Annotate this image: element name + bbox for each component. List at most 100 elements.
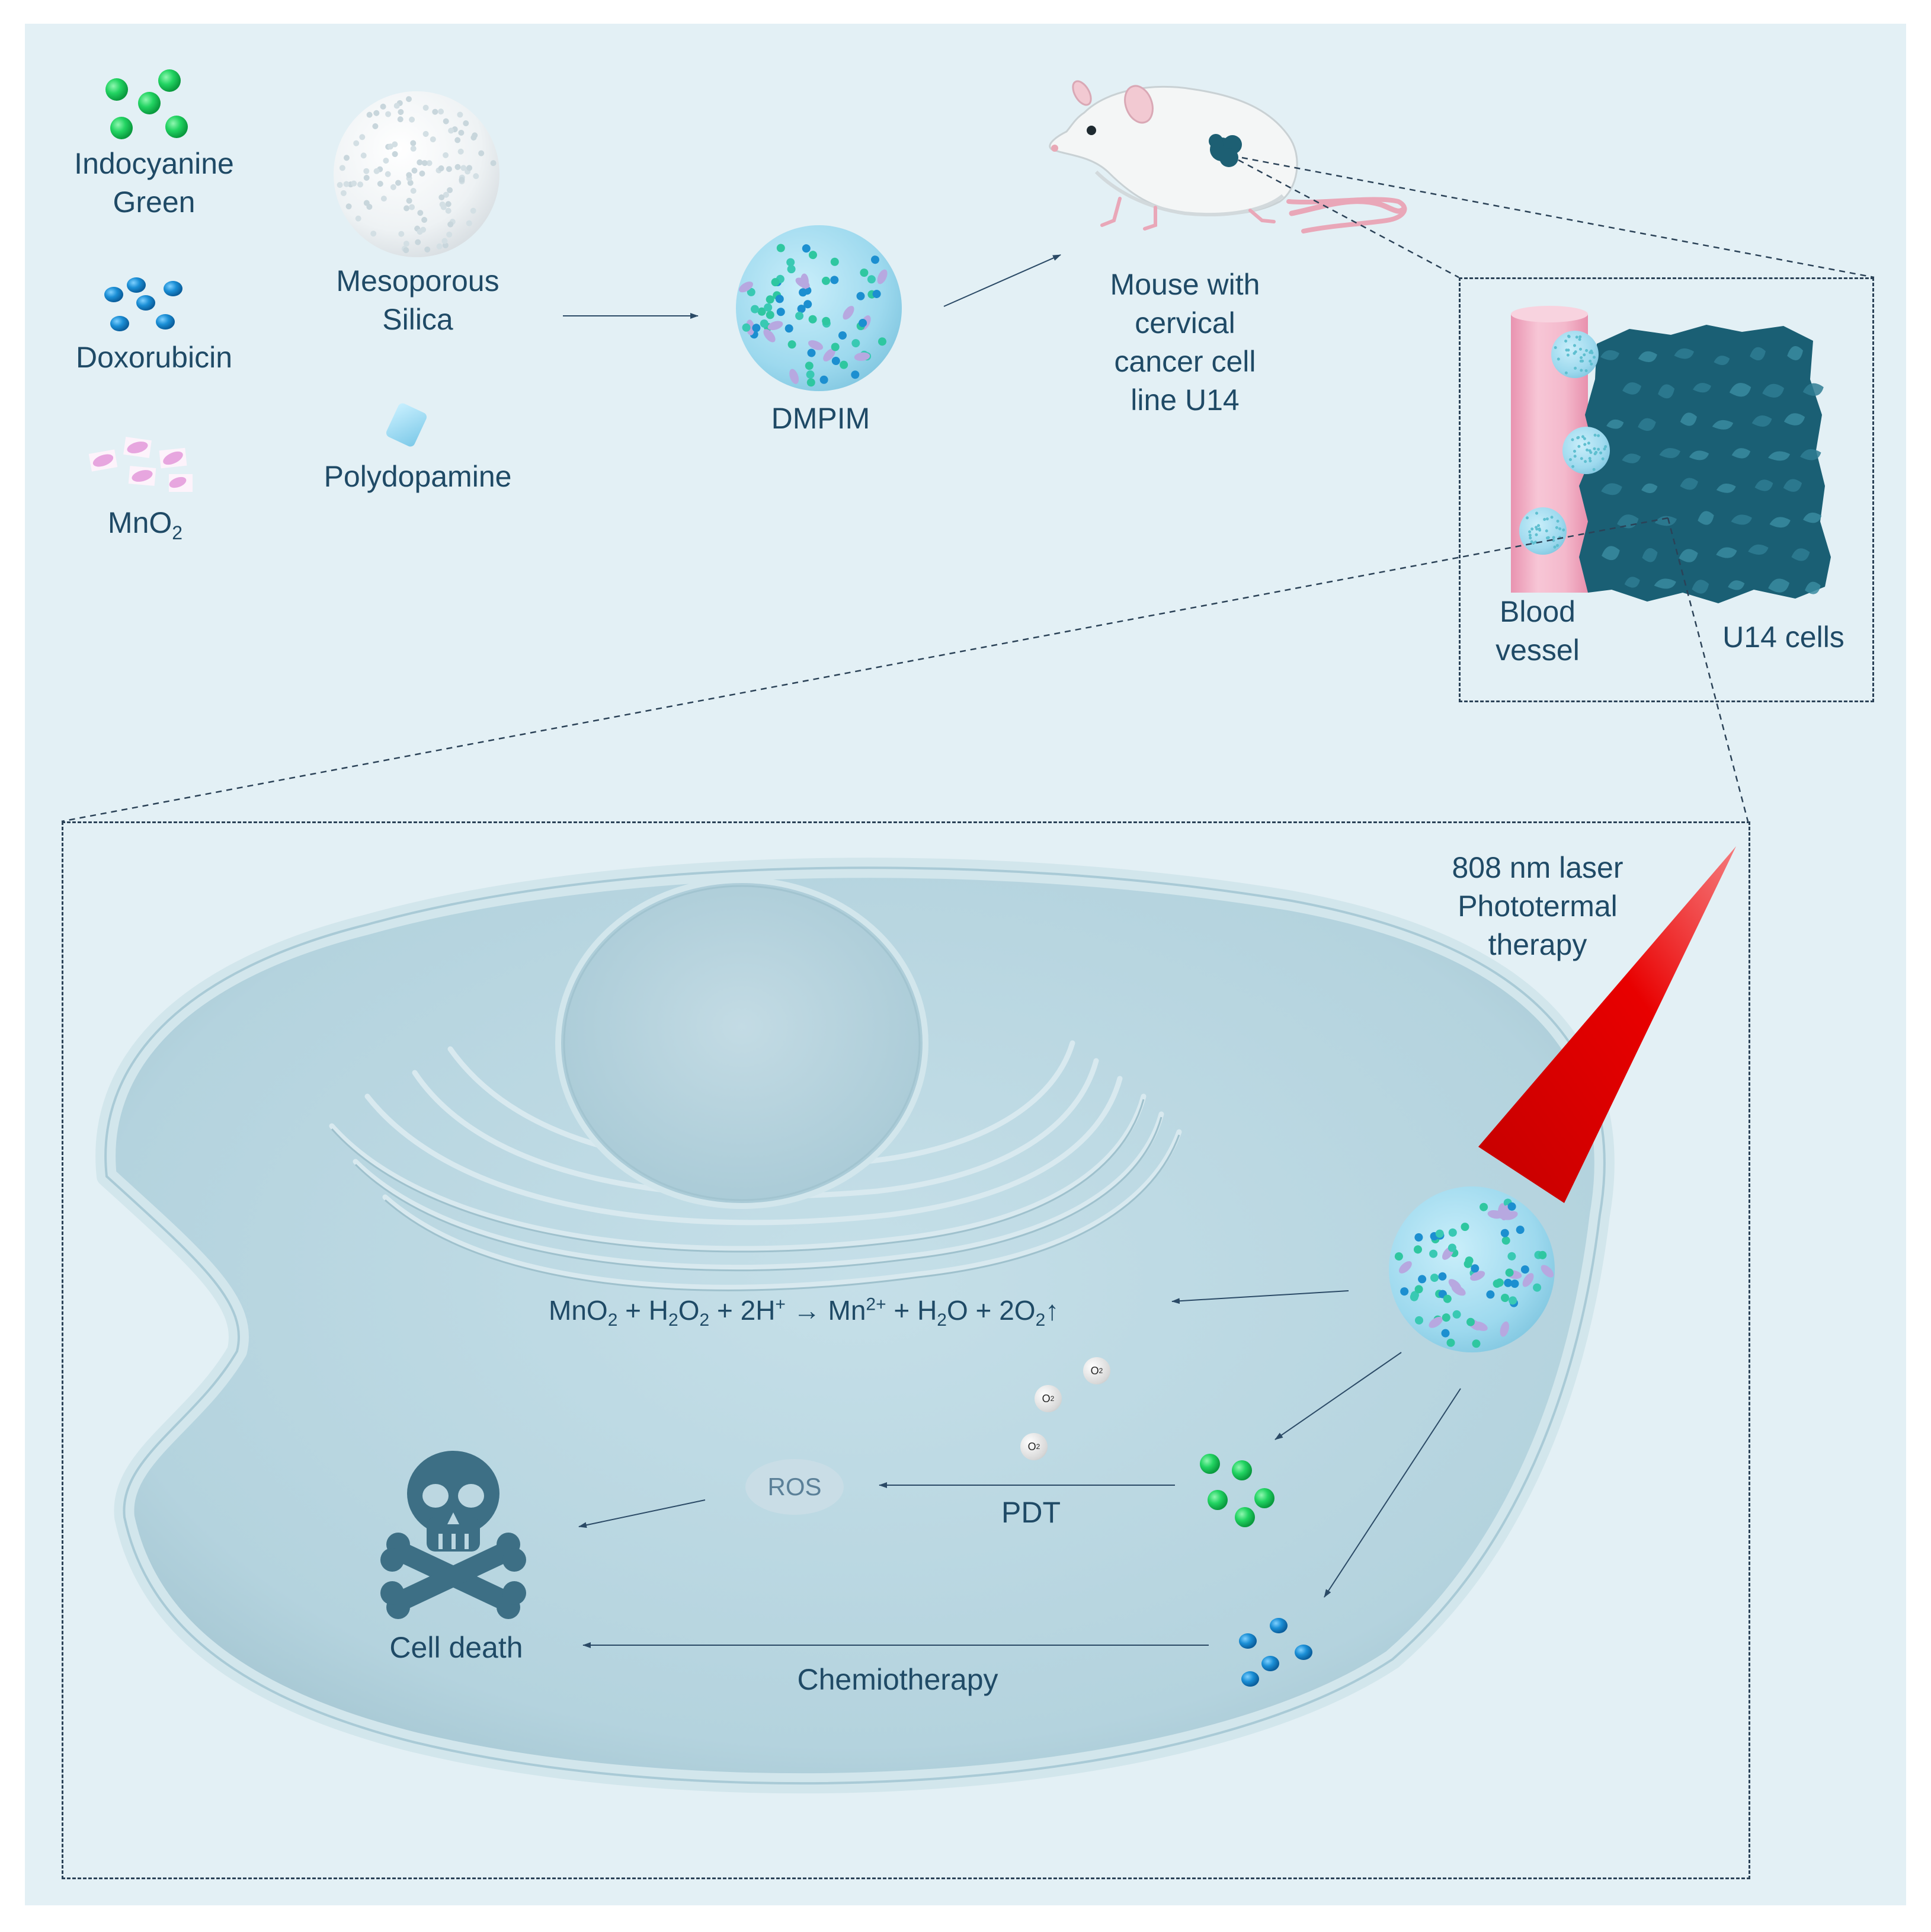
- nanoparticle-texture-dot: [447, 221, 454, 228]
- nanoparticle-texture-dot: [1562, 528, 1565, 532]
- nanoparticle-texture-dot: [1585, 348, 1589, 352]
- nanoparticle-texture-dot: [776, 308, 785, 316]
- nanoparticle-texture-dot: [799, 288, 808, 297]
- nanoparticle-texture-dot: [415, 239, 421, 245]
- icg-label-line2: Green: [113, 185, 196, 219]
- nanoparticle-texture-dot: [424, 247, 431, 252]
- nanoparticle-texture-dot: [1558, 527, 1562, 530]
- nanoparticle-texture-dot: [421, 217, 428, 223]
- nanoparticle-texture-dot: [1535, 527, 1539, 531]
- nanoparticle-texture-dot: [430, 136, 436, 143]
- nanoparticle-texture-dot: [438, 108, 444, 115]
- nanoparticle-texture-dot: [843, 306, 854, 320]
- nanoparticle-texture-dot: [757, 307, 766, 316]
- nanoparticle-texture-dot: [802, 244, 811, 253]
- arrow-to-dox: [1324, 1388, 1461, 1598]
- polydopamine-label: Polydopamine: [324, 460, 512, 493]
- nanoparticle-texture-dot: [859, 319, 867, 328]
- nanoparticle-texture-dot: [1461, 1223, 1469, 1232]
- tumor-cell-texture: [1692, 580, 1709, 594]
- nanoparticle-texture-dot: [851, 339, 860, 348]
- nanoparticle-texture-dot: [1446, 1338, 1455, 1347]
- nanoparticle-texture-dot: [1543, 517, 1546, 521]
- silica-label-line1: Mesoporous: [336, 264, 499, 298]
- nanoparticle-texture-dot: [454, 137, 461, 143]
- nanoparticle-texture-dot: [1577, 444, 1581, 448]
- nanoparticle-texture-dot: [786, 258, 795, 267]
- tumor-cell-texture: [1654, 578, 1676, 589]
- nanoparticle-texture-dot: [446, 231, 453, 238]
- nanoparticle-texture-dot: [1414, 1233, 1423, 1242]
- cell-death-label: Cell death: [389, 1631, 523, 1664]
- tumor-cell-texture: [1674, 348, 1695, 359]
- nanoparticle-texture-dot: [1550, 516, 1554, 519]
- nanoparticle-texture-dot: [490, 160, 497, 167]
- nanoparticle-texture-dot: [1587, 442, 1590, 445]
- zoom-line-4: [1667, 517, 1749, 822]
- nanoparticle-texture-dot: [1520, 1265, 1529, 1274]
- nanoparticle-texture-dot: [426, 160, 433, 167]
- nanoparticle-texture-dot: [1578, 335, 1582, 338]
- tumor-cell-texture: [1800, 449, 1821, 460]
- nanoparticle-texture-dot: [831, 357, 840, 365]
- vessel-label-line1: Blood: [1500, 595, 1575, 628]
- nanoparticle-texture-dot: [822, 276, 830, 285]
- nanoparticle-texture-dot: [1569, 458, 1572, 461]
- cell-nanoparticle: [1389, 1186, 1555, 1352]
- nanoparticle-texture-dot: [1529, 536, 1532, 540]
- nanoparticle-texture-dot: [442, 242, 449, 248]
- nanoparticle-texture-dot: [448, 127, 454, 134]
- laser-label-line2: Phototermal: [1458, 890, 1618, 923]
- nanoparticle-texture-dot: [1530, 540, 1533, 543]
- nanoparticle-texture-dot: [831, 343, 840, 351]
- silica-label-line2: Silica: [382, 303, 453, 336]
- er-shadow: [331, 1099, 1180, 1291]
- nanoparticle-texture-dot: [1410, 1293, 1418, 1301]
- nanoparticle-texture-dot: [344, 155, 350, 161]
- inset-box: [1459, 277, 1874, 702]
- nanoparticle-texture-dot: [1580, 356, 1583, 359]
- nanoparticle-texture-dot: [340, 190, 347, 196]
- nanoparticle-texture-dot: [1414, 1245, 1422, 1254]
- nanoparticle-texture-dot: [787, 265, 796, 274]
- nanoparticle-texture-dot: [1430, 1274, 1439, 1282]
- nanoparticle-texture-dot: [1597, 447, 1600, 451]
- tumor-cell-texture: [1693, 383, 1712, 393]
- nanoparticle-texture-dot: [1566, 353, 1570, 357]
- nanoparticle-texture-dot: [441, 238, 448, 244]
- nanoparticle-texture-dot: [795, 277, 810, 289]
- nanoparticle-texture-dot: [1601, 457, 1605, 460]
- nanoparticle-texture-dot: [363, 175, 370, 181]
- tumor-cell-texture: [1783, 479, 1802, 492]
- chemotherapy-label: Chemiotherapy: [797, 1663, 998, 1696]
- nanoparticle-texture-dot: [808, 251, 817, 260]
- nanoparticle-texture-dot: [409, 116, 415, 123]
- tumor-cell-texture: [1768, 451, 1791, 461]
- nanoparticle-texture-dot: [1552, 539, 1555, 542]
- nanoparticle-texture-dot: [750, 305, 759, 314]
- nanoparticle-texture-dot: [1528, 533, 1532, 537]
- nanoparticle-texture-dot: [1414, 1285, 1423, 1294]
- tumor-cell-texture: [1769, 517, 1791, 528]
- zoom-line-3: [61, 517, 1669, 823]
- tumor-cell-texture: [1791, 548, 1810, 561]
- nanoparticle-texture-dot: [1573, 344, 1576, 347]
- nanoparticle-texture-dot: [1555, 526, 1558, 529]
- nanoparticle-texture-dot: [1590, 362, 1593, 366]
- nanoparticle-texture-dot: [1451, 1285, 1466, 1296]
- nanoparticle-texture-dot: [1500, 1229, 1509, 1237]
- icg-cluster: [1200, 1454, 1274, 1527]
- nanoparticle-texture-dot: [871, 255, 879, 264]
- nanoparticle-texture-dot: [805, 362, 814, 370]
- nanoparticle-texture-dot: [747, 287, 755, 296]
- nanoparticle-texture-dot: [1571, 438, 1574, 442]
- nanoparticle-texture-dot: [808, 340, 824, 350]
- nanoparticle-texture-dot: [406, 96, 412, 103]
- nanoparticle-texture-dot: [439, 201, 446, 207]
- nanoparticle-texture-dot: [1580, 457, 1583, 460]
- nanoparticle-texture-dot: [742, 323, 751, 332]
- nanoparticle-texture-dot: [752, 324, 761, 332]
- nanoparticle-texture-dot: [417, 210, 424, 216]
- nanoparticle-texture-dot: [1567, 348, 1570, 352]
- nanoparticle-texture-dot: [1487, 1210, 1503, 1219]
